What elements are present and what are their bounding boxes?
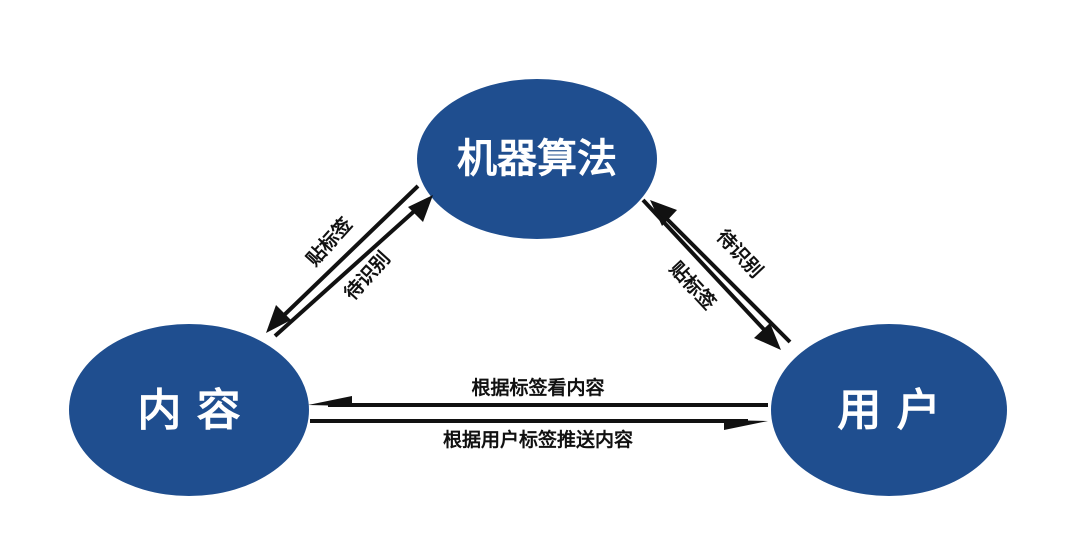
arrow-identify-line: [273, 204, 422, 338]
node-algorithm-ellipse: [417, 79, 657, 239]
node-user: 用 户: [771, 324, 1007, 496]
arrow-identify-head: [408, 195, 433, 222]
label-algo-content-tag: 贴标签: [302, 212, 358, 270]
edge-algorithm-user: 待识别 贴标签: [641, 198, 792, 350]
node-content-label: 内 容: [137, 385, 240, 436]
arrow-user-to-content-head: [308, 396, 352, 406]
node-user-label: 用 户: [837, 385, 940, 436]
arrow-user-tag-line: [641, 198, 772, 338]
arrow-user-identify-line: [658, 210, 792, 344]
node-algorithm-label: 机器算法: [457, 136, 617, 182]
edge-algorithm-content: 贴标签 待识别: [266, 184, 433, 338]
edge-content-user: 根据标签看内容 根据用户标签推送内容: [308, 376, 768, 451]
label-content-to-user: 根据用户标签推送内容: [443, 428, 633, 451]
node-algorithm: 机器算法: [417, 79, 657, 239]
arrow-tag-line: [277, 184, 420, 322]
node-content: 内 容: [69, 324, 309, 496]
arrow-user-identify-head: [650, 200, 677, 226]
node-user-ellipse: [771, 324, 1007, 496]
node-content-ellipse: [69, 324, 309, 496]
label-user-to-content: 根据标签看内容: [471, 376, 604, 399]
arrow-tag-head: [266, 305, 291, 333]
arrow-user-tag-head: [754, 323, 781, 350]
arrow-content-to-user-head: [724, 420, 768, 430]
